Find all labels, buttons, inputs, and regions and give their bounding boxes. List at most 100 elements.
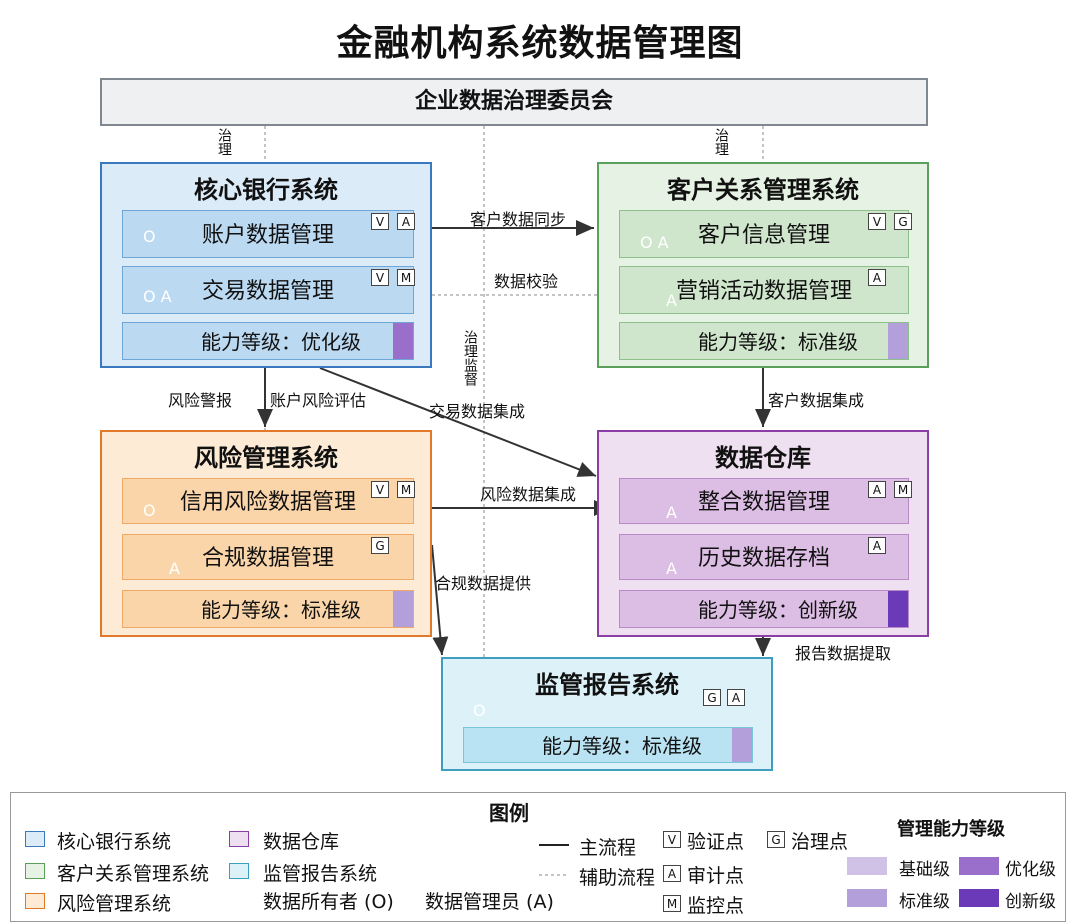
risk-alert-label: 风险警报 — [168, 391, 233, 410]
level-innovative-swatch — [959, 889, 999, 907]
owner-steward-marker: O A — [143, 287, 172, 306]
owner-marker: O — [473, 701, 486, 720]
customer-integration-label: 客户数据集成 — [768, 391, 865, 410]
level-basic-swatch — [847, 857, 887, 875]
core-banking-title: 核心银行系统 — [194, 176, 338, 204]
arrow-compliance-provide — [431, 544, 449, 656]
verify-tag: V — [371, 213, 389, 230]
legend-core-label: 核心银行系统 — [57, 831, 172, 853]
integrated-data-module: 整合数据管理 A A M — [619, 478, 912, 524]
audit-tag: A — [727, 689, 745, 706]
legend-main-flow-label: 主流程 — [579, 837, 637, 859]
legend-monitor-tag: M — [663, 895, 681, 912]
capability-level-swatch — [732, 728, 752, 762]
history-archive-module: 历史数据存档 A A — [619, 534, 909, 580]
capability-level-text: 能力等级：标准级 — [698, 330, 858, 354]
transaction-data-module: 交易数据管理 O A V M — [122, 266, 415, 314]
customer-info-label: 客户信息管理 — [697, 223, 830, 248]
capability-level-text: 能力等级：优化级 — [201, 330, 361, 354]
legend-govern-tag: G — [767, 831, 785, 848]
regulatory-reporting-title: 监管报告系统 — [535, 671, 679, 699]
history-archive-label: 历史数据存档 — [697, 546, 830, 571]
governance-committee: 企业数据治理委员会 — [100, 78, 928, 126]
legend-crm-label: 客户关系管理系统 — [57, 863, 210, 885]
legend-verify-label: 验证点 — [687, 831, 745, 853]
capability-level: 能力等级：标准级 — [619, 322, 909, 360]
capability-level: 能力等级：优化级 — [122, 322, 414, 360]
capability-level-swatch — [888, 323, 908, 359]
legend-levels-title: 管理能力等级 — [897, 819, 1005, 840]
capability-level-text: 能力等级：标准级 — [201, 598, 361, 622]
owner-marker: O — [143, 501, 156, 520]
owner-steward-marker: O A — [640, 233, 669, 252]
legend-verify-tag: V — [663, 831, 681, 848]
monitor-tag: M — [397, 269, 415, 286]
capability-level: 能力等级：创新级 — [619, 590, 909, 628]
capability-level: 能力等级：标准级 — [122, 590, 414, 628]
legend-owner-label: 数据所有者 (O) — [263, 891, 394, 913]
steward-marker: A — [666, 559, 677, 578]
capability-level-swatch — [888, 591, 908, 627]
risk-title: 风险管理系统 — [194, 444, 338, 472]
customer-info-module: 客户信息管理 O A V G — [619, 210, 912, 258]
diagram-title: 金融机构系统数据管理图 — [336, 23, 744, 64]
legend-audit-label: 审计点 — [687, 865, 745, 887]
data-check-label: 数据校验 — [494, 272, 559, 291]
capability-level: 能力等级：标准级 — [463, 727, 753, 763]
crm-system: 客户关系管理系统 客户信息管理 O A V G 营销活动数据管理 A A 能力等… — [597, 162, 929, 368]
audit-tag: A — [868, 269, 886, 286]
capability-level-text: 能力等级：标准级 — [542, 734, 702, 758]
govern-tag: G — [703, 689, 721, 706]
compliance-provide-label: 合规数据提供 — [435, 574, 532, 593]
monitor-tag: M — [397, 481, 415, 498]
credit-risk-module: 信用风险数据管理 O V M — [122, 478, 415, 524]
govern-tag: G — [894, 213, 912, 230]
legend-swatch-reg — [229, 863, 249, 879]
capability-level-swatch — [393, 323, 413, 359]
govern-tag: G — [371, 537, 389, 554]
arrow-txn-integration — [319, 367, 597, 477]
legend-reg-label: 监管报告系统 — [263, 863, 378, 885]
risk-integration-label: 风险数据集成 — [480, 485, 577, 504]
marketing-data-label: 营销活动数据管理 — [675, 279, 852, 304]
monitor-tag: M — [894, 481, 912, 498]
account-data-label: 账户数据管理 — [201, 223, 334, 248]
level-optimized-label: 优化级 — [1005, 860, 1056, 880]
level-innovative-label: 创新级 — [1005, 892, 1056, 912]
capability-level-text: 能力等级：创新级 — [698, 598, 858, 622]
report-extract-label: 报告数据提取 — [795, 644, 892, 663]
legend-risk-label: 风险管理系统 — [57, 893, 172, 915]
regulatory-reporting-system: 监管报告系统 G A O 能力等级：标准级 — [441, 657, 773, 771]
legend-audit-tag: A — [663, 865, 681, 882]
audit-tag: A — [868, 537, 886, 554]
legend: 图例 核心银行系统 客户关系管理系统 风险管理系统 数据仓库 监管报告系统 数据… — [10, 792, 1066, 922]
supervision-label: 治理监督 — [462, 330, 478, 386]
compliance-data-module: 合规数据管理 A G — [122, 534, 414, 580]
account-data-module: 账户数据管理 O V A — [122, 210, 415, 258]
legend-govern-label: 治理点 — [791, 831, 849, 853]
level-basic-label: 基础级 — [899, 860, 950, 880]
core-banking-system: 核心银行系统 账户数据管理 O V A 交易数据管理 O A V M 能力等级：… — [100, 162, 432, 368]
data-warehouse-system: 数据仓库 整合数据管理 A A M 历史数据存档 A A 能力等级：创新级 — [597, 430, 929, 637]
legend-swatch-risk — [25, 893, 45, 909]
legend-steward-label: 数据管理员 (A) — [425, 891, 554, 913]
verify-tag: V — [371, 481, 389, 498]
governance-label-core: 治理 — [216, 128, 232, 156]
transaction-data-label: 交易数据管理 — [201, 279, 334, 304]
compliance-data-label: 合规数据管理 — [201, 546, 334, 571]
level-standard-swatch — [847, 889, 887, 907]
legend-aux-flow-label: 辅助流程 — [579, 867, 656, 889]
steward-marker: A — [169, 559, 180, 578]
marketing-data-module: 营销活动数据管理 A A — [619, 266, 909, 314]
level-standard-label: 标准级 — [899, 892, 950, 912]
txn-integration-label: 交易数据集成 — [429, 402, 526, 421]
steward-marker: A — [666, 291, 677, 310]
account-risk-label: 账户风险评估 — [270, 391, 367, 410]
verify-tag: V — [371, 269, 389, 286]
steward-marker: A — [666, 503, 677, 522]
data-warehouse-title: 数据仓库 — [715, 444, 811, 472]
legend-dw-label: 数据仓库 — [263, 831, 340, 853]
audit-tag: A — [397, 213, 415, 230]
capability-level-swatch — [393, 591, 413, 627]
